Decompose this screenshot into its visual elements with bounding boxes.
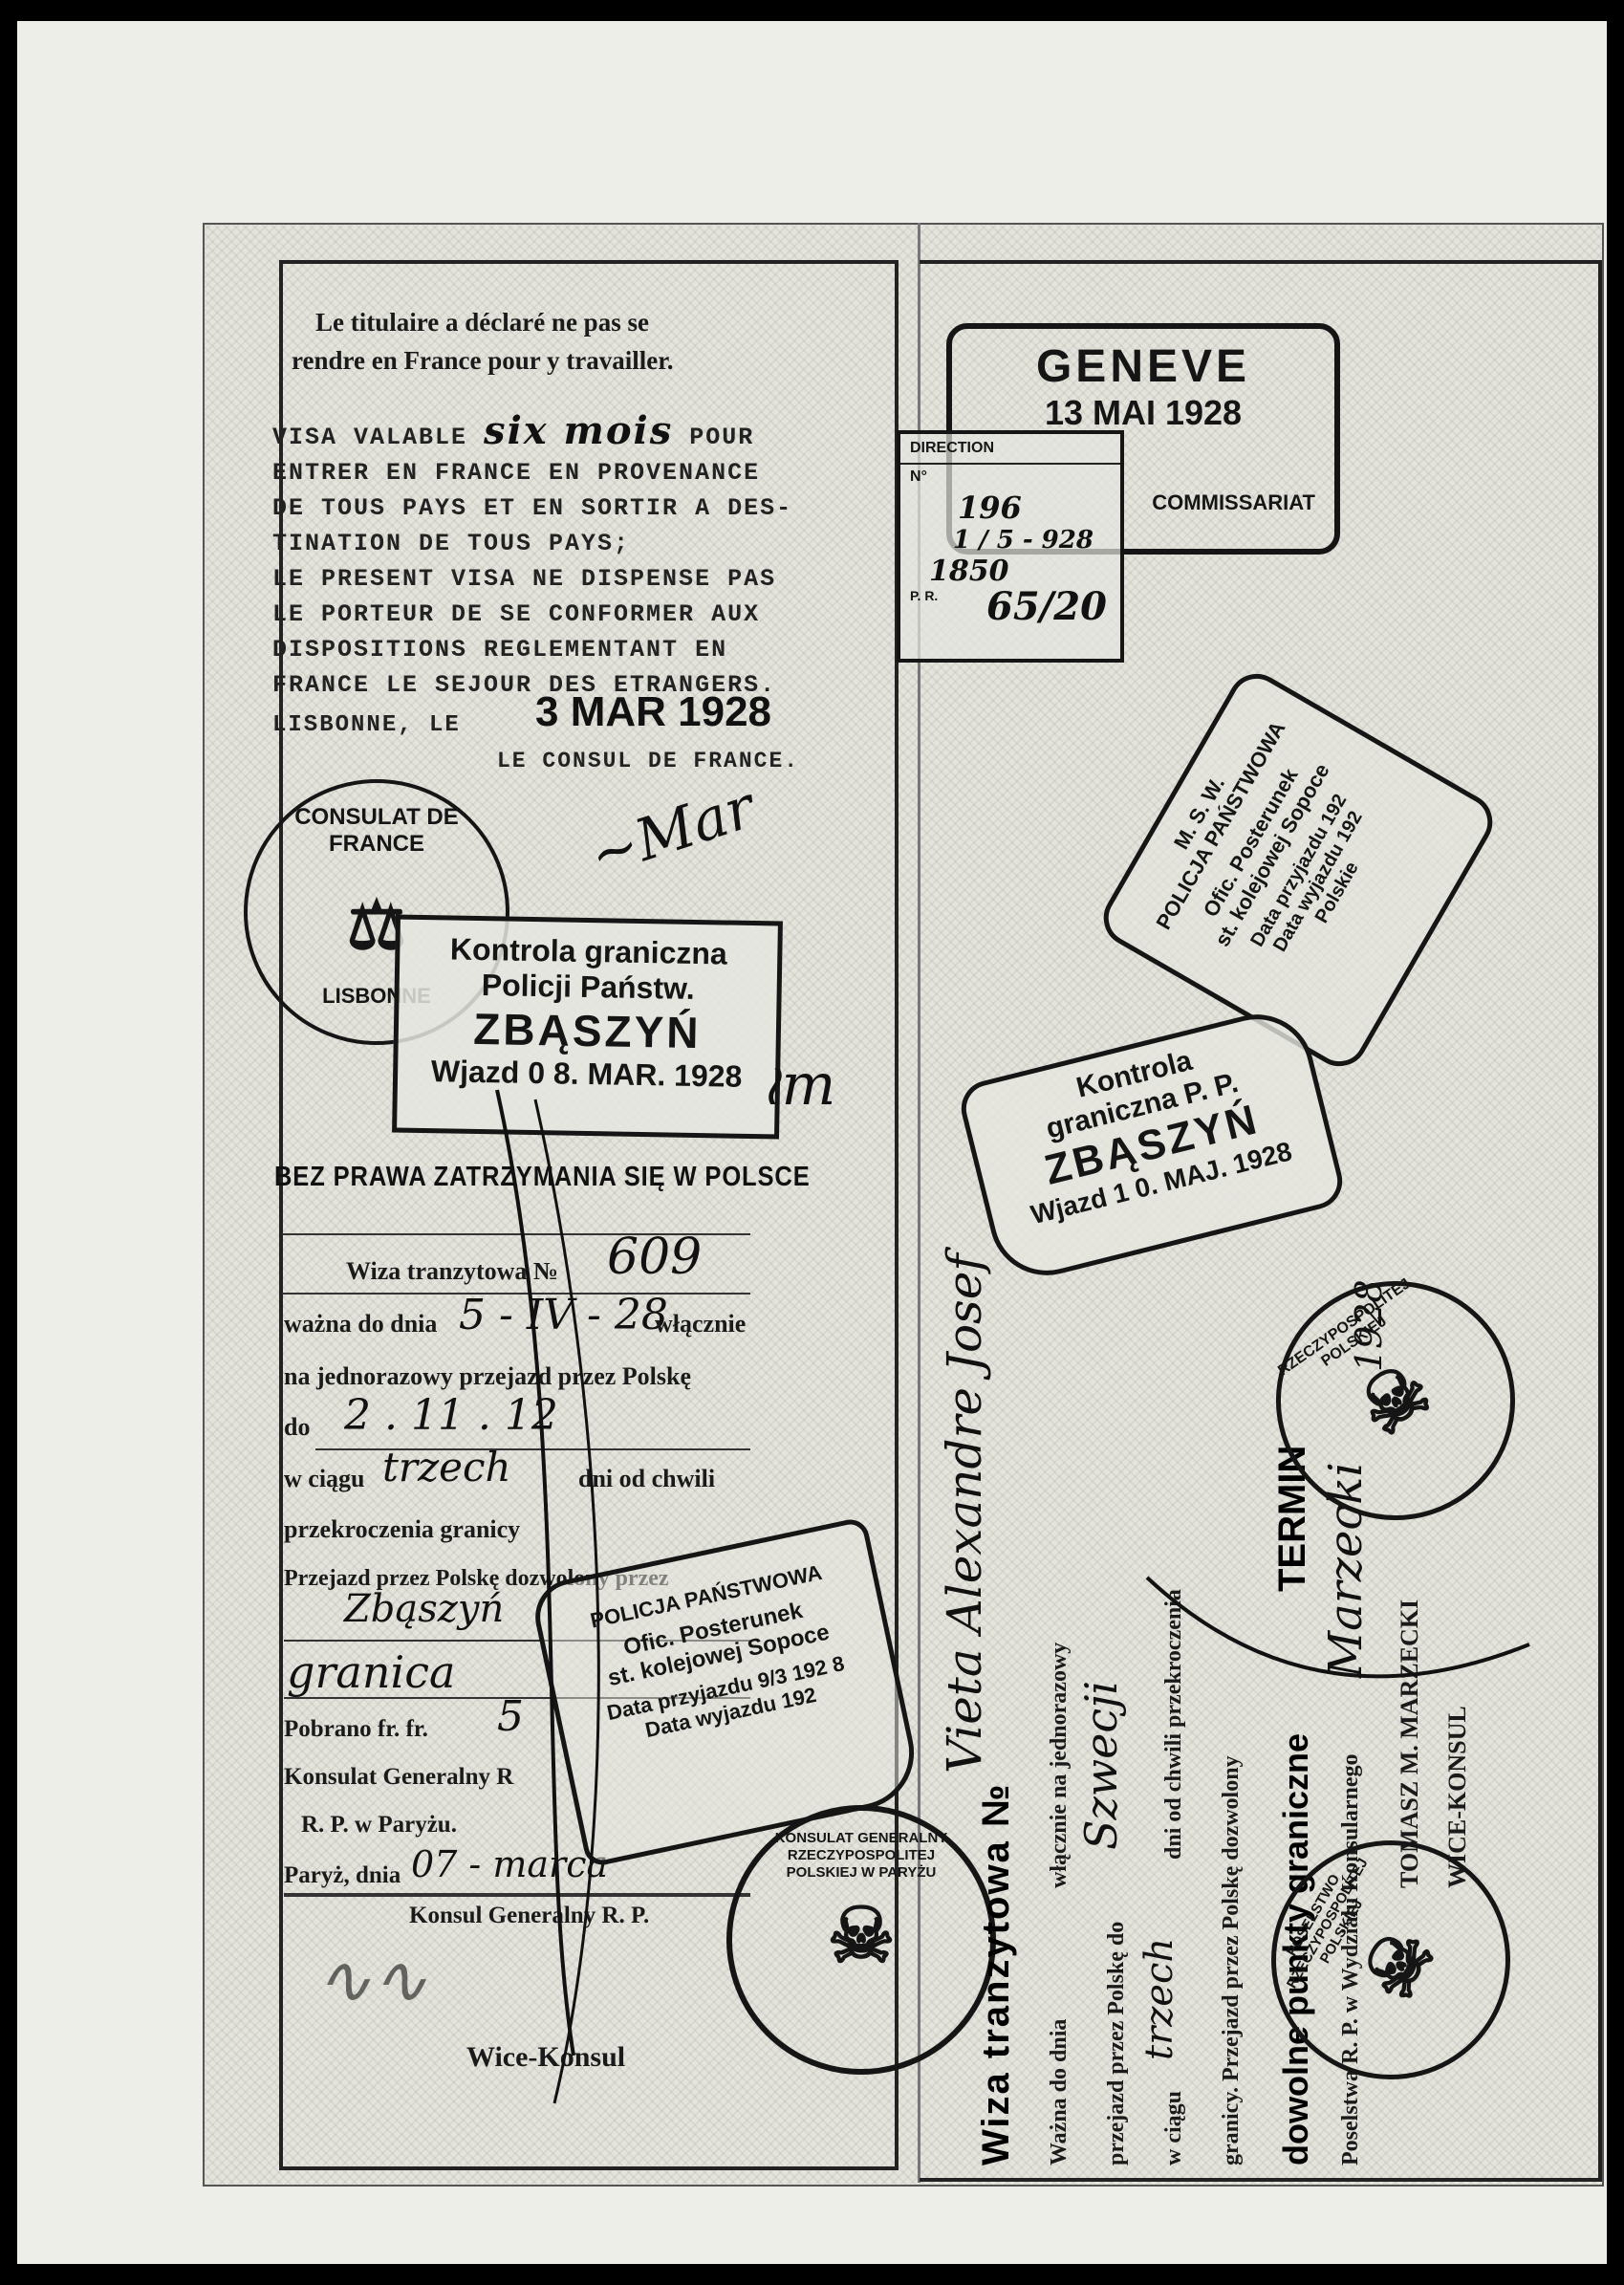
control-register-box: DIRECTION N° 196 1 / 5 - 928 1850 P. R. … (897, 430, 1124, 663)
visa-line: LE PORTEUR DE SE CONFORMER AUX (272, 600, 761, 628)
box-hand-2: 1 / 5 - 928 (953, 526, 1093, 555)
box-number-label: N° (910, 468, 927, 485)
pen-stroke (533, 1099, 600, 2104)
consulate-label: Konsulat Generalny R (284, 1764, 514, 1790)
visa-line: TINATION DE TOUS PAYS; (272, 530, 631, 557)
stamp-city: GENEVE (1035, 341, 1251, 392)
seal-text: KONSULAT GENERALNY RZECZYPOSPOLITEJ POLS… (774, 1830, 948, 1881)
paris-consulate-seal: KONSULAT GENERALNY RZECZYPOSPOLITEJ POLS… (726, 1805, 996, 2075)
issue-date-label: Paryż, dnia (284, 1862, 401, 1888)
destination-value: 2 . 11 . 12 (344, 1391, 558, 1440)
fee-label: Pobrano fr. fr. (284, 1716, 428, 1742)
within-value: trzech (382, 1444, 511, 1491)
visa-place: LISBONNE, LE (272, 712, 461, 738)
visa-valable: VISA VALABLE (272, 424, 468, 451)
page-fold (918, 223, 920, 2183)
rule (284, 1697, 750, 1699)
visa-line: FRANCE LE SEJOUR DES ETRANGERS. (272, 671, 777, 699)
issue-date-value: 07 - marca (411, 1843, 609, 1885)
visa-pour: POUR (689, 424, 755, 451)
box-label: P. R. (910, 588, 939, 603)
box-hand-3: 1850 (929, 555, 1009, 588)
within-label: w ciągu (284, 1465, 365, 1492)
rule (282, 1233, 750, 1235)
transit-visa-label: Wiza tranzytowa № (346, 1257, 559, 1285)
visa-validity-handwritten: six mois (484, 408, 674, 453)
visa-line: DISPOSITIONS REGLEMENTANT EN (272, 636, 728, 664)
box-hand-1: 196 (958, 490, 1022, 526)
consul-line: LE CONSUL DE FRANCE. (497, 749, 800, 773)
french-visa-text: VISA VALABLE six mois POUR ENTRER EN FRA… (272, 412, 793, 703)
valid-until-value: 5 - IV - 28 (459, 1291, 668, 1339)
inclusive-label: włącznie (655, 1310, 747, 1338)
visa-line: ENTRER EN FRANCE EN PROVENANCE (272, 459, 761, 487)
seal-text: CONSULAT DE FRANCE (294, 804, 459, 857)
right-page-frame (920, 260, 1602, 2182)
left-page-frame (279, 260, 899, 2170)
declaration-line-1: Le titulaire a déclaré ne pas se (315, 308, 649, 337)
geneve-stamp: GENEVE 13 MAI 1928 COMMISSARIAT (946, 323, 1340, 555)
vice-consul-label: Wice-Konsul (466, 2041, 626, 2073)
border-value: granica (287, 1646, 456, 1698)
rule (282, 1293, 750, 1295)
consul-signature-scrawl: ∿∿ (315, 1941, 428, 2019)
stamp-office: COMMISSARIAT (1152, 490, 1315, 514)
consul-general-footer: Konsul Generalny R. P. (409, 1903, 650, 1928)
crossing-label: przekroczenia granicy (284, 1515, 521, 1543)
fee-value: 5 (497, 1692, 524, 1741)
rule (284, 1640, 750, 1642)
destination-label: do (284, 1413, 311, 1441)
transit-visa-number: 609 (607, 1229, 703, 1286)
border-point-value: Zbąszyń (344, 1587, 505, 1631)
days-label: dni od chwili (578, 1465, 716, 1492)
visa-line: DE TOUS PAYS ET EN SORTIR A DES- (272, 494, 793, 522)
stamp-date: 13 MAI 1928 (1044, 393, 1243, 432)
box-hand-4: 65/20 (986, 584, 1107, 629)
pen-stroke (495, 1089, 575, 2056)
handwritten-mark: ≀m (760, 1052, 836, 1119)
pen-stroke (1145, 1576, 1530, 1679)
eagle-emblem-icon: ☠ (827, 1893, 896, 1978)
consulate-city: R. P. w Paryżu. (301, 1812, 457, 1838)
valid-until-label: ważna do dnia (284, 1310, 438, 1338)
no-stay-header: BEZ PRAWA ZATRZYMANIA SIĘ W POLSCE (274, 1162, 811, 1192)
single-transit-label: na jednorazowy przejazd przez Polskę (284, 1362, 692, 1390)
rule (284, 1893, 750, 1897)
declaration-line-2: rendre en France pour y travailler. (292, 346, 674, 375)
visa-date-stamp: 3 MAR 1928 (535, 688, 772, 735)
rule (315, 1448, 750, 1450)
box-header: DIRECTION (900, 434, 1120, 465)
visa-line: LE PRESENT VISA NE DISPENSE PAS (272, 565, 777, 593)
